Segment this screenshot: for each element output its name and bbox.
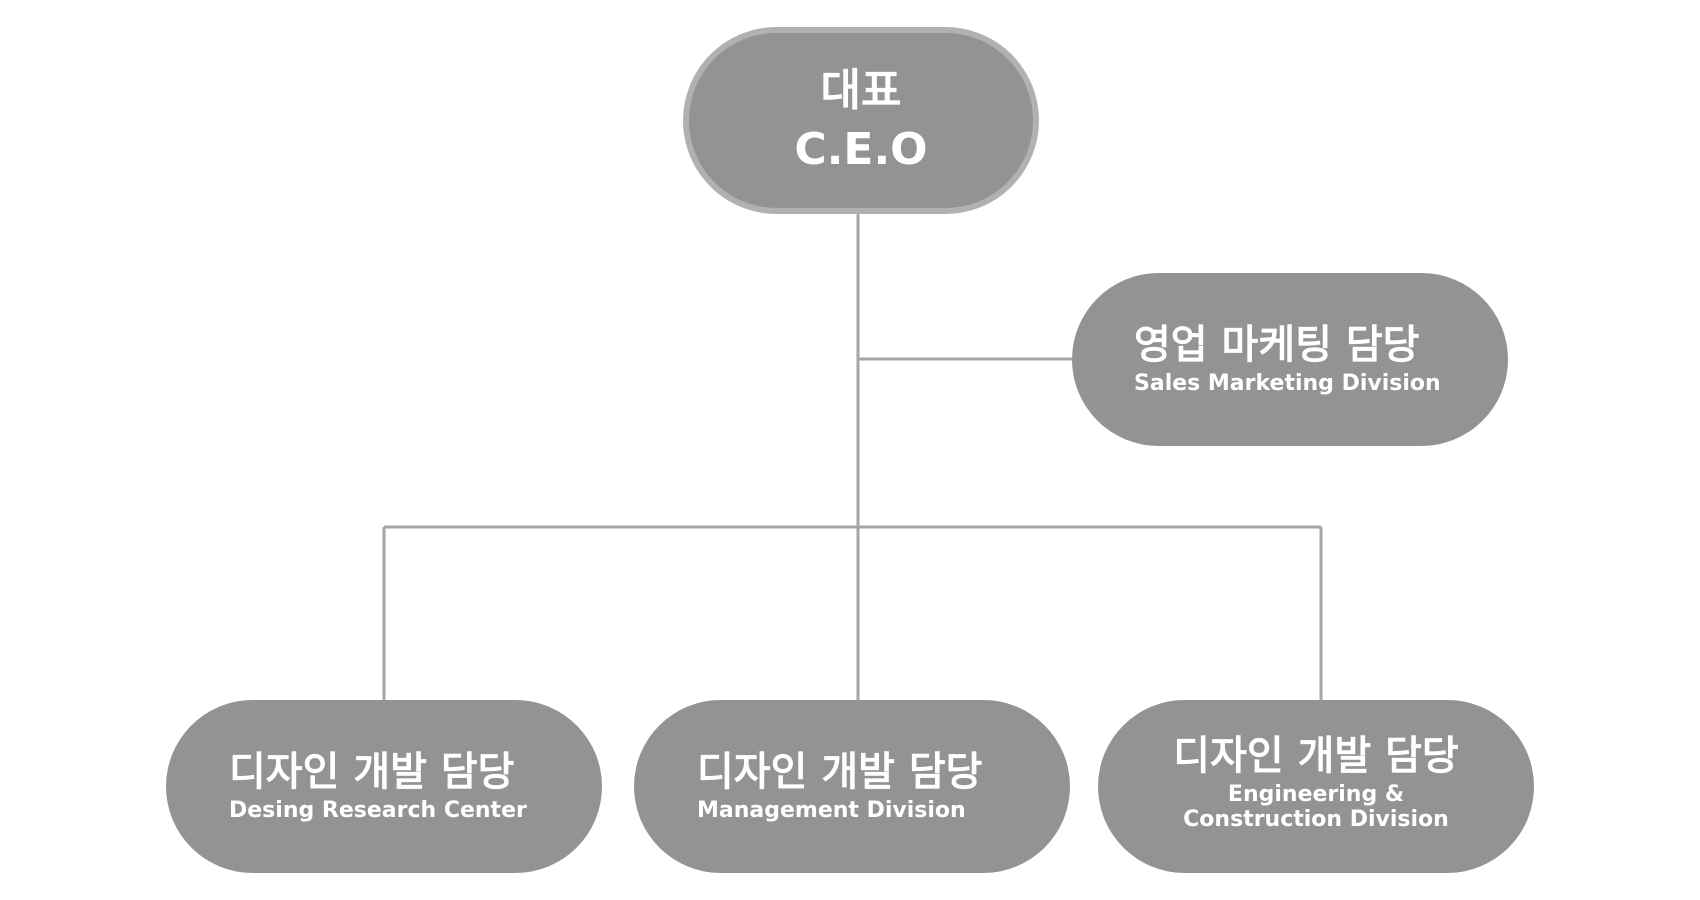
sales-title-en: Sales Marketing Division — [1134, 371, 1441, 397]
sales-title-ko: 영업 마케팅 담당 — [1134, 322, 1420, 369]
ceo-node: 대표 C.E.O — [683, 27, 1039, 214]
engineering-title-en: Engineering & Construction Division — [1183, 782, 1449, 832]
management-node: 디자인 개발 담당 Management Division — [634, 700, 1070, 873]
ceo-title-ko: 대표 — [820, 64, 902, 116]
management-title-en: Management Division — [697, 798, 966, 824]
design-title-ko: 디자인 개발 담당 — [229, 749, 515, 796]
design-node: 디자인 개발 담당 Desing Research Center — [166, 700, 602, 873]
management-title-ko: 디자인 개발 담당 — [697, 749, 983, 796]
sales-node: 영업 마케팅 담당 Sales Marketing Division — [1072, 273, 1508, 446]
engineering-title-ko: 디자인 개발 담당 — [1173, 733, 1459, 780]
design-title-en: Desing Research Center — [229, 798, 527, 824]
engineering-node: 디자인 개발 담당 Engineering & Construction Div… — [1098, 700, 1534, 873]
ceo-title-en: C.E.O — [794, 123, 928, 175]
